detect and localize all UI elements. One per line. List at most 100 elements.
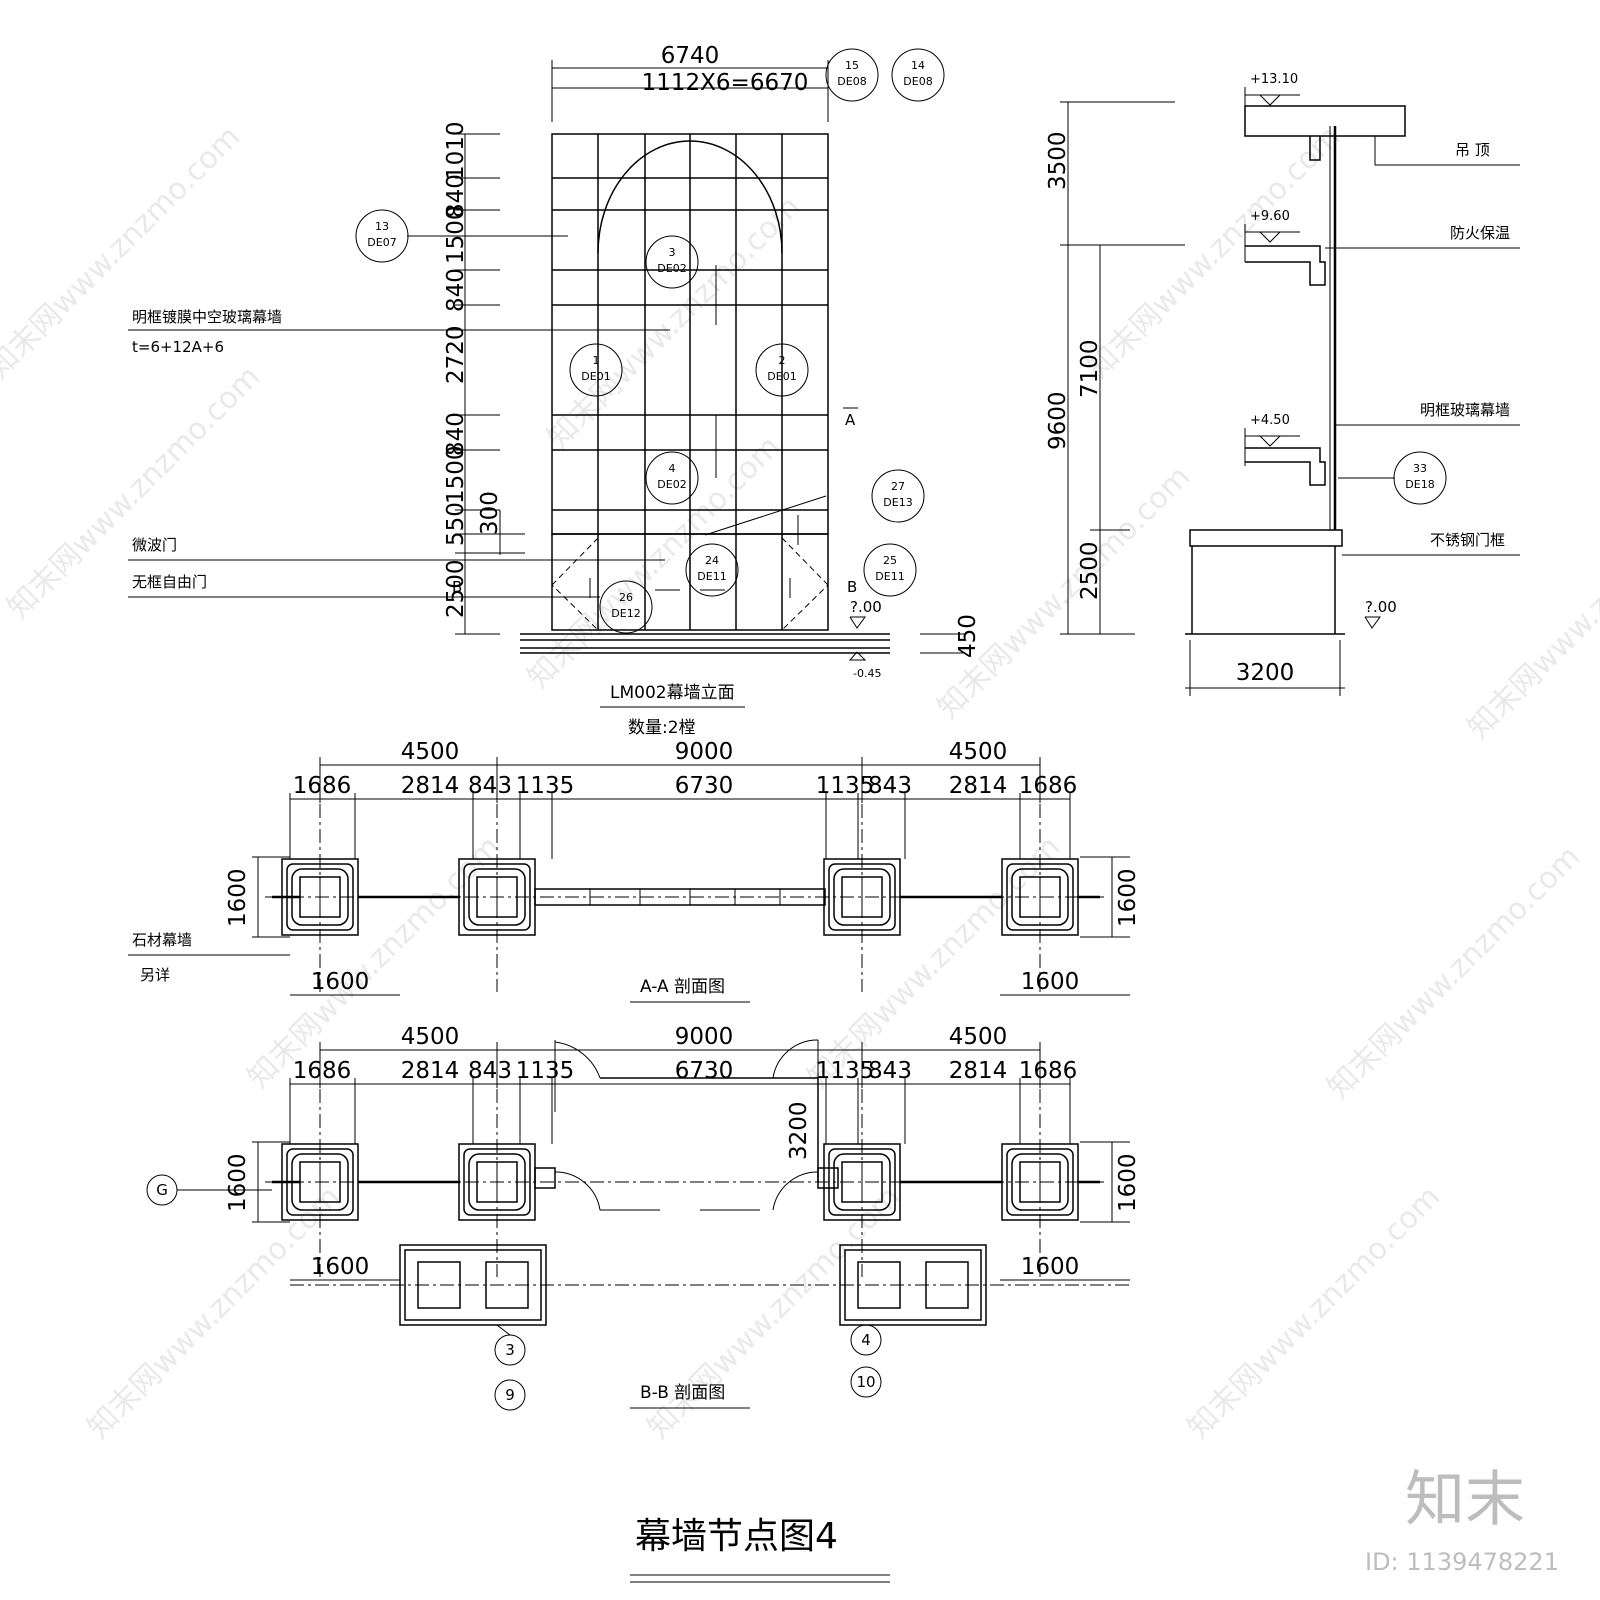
watermark: 知末网www.znzmo.com [521,429,787,695]
label-ceiling: 吊 顶 [1455,141,1490,159]
svg-text:DE07: DE07 [367,236,396,249]
dim-sub: 843 [868,1058,912,1084]
pier-column [281,858,359,936]
svg-text:24: 24 [705,554,719,567]
footer: 幕墙节点图4 知末 ID: 1139478221 [630,1465,1559,1583]
dim-300: 300 [477,491,503,535]
door-header [1189,529,1343,547]
label-fire-insulation: 防火保温 [1450,224,1510,242]
axis-bubble: 9 [494,1379,526,1411]
label-glass-spec: t=6+12A+6 [132,338,224,356]
dim-module: 1112X6=6670 [642,70,809,96]
svg-text:10: 10 [856,1373,875,1391]
dim-sub: 843 [468,773,512,799]
section-dim-3200: 3200 [1236,660,1295,686]
plan-a-title: A-A 剖面图 [640,977,725,997]
dim-bottom-right: 1600 [1021,1254,1080,1280]
section-mark-b-right: B [847,578,857,596]
svg-text:4: 4 [669,462,676,475]
section-mark-a: A [845,411,856,429]
svg-text:DE13: DE13 [883,496,912,509]
watermark: 知末网www.znzmo.com [1461,479,1600,745]
level-0-elev: ?.00 [850,598,882,616]
dim-bottom-left: 1600 [311,1254,370,1280]
elevation-quantity: 数量:2樘 [628,718,696,738]
svg-text:+9.60: +9.60 [1250,209,1290,224]
svg-text:DE08: DE08 [903,75,932,88]
dim-vertical: 1010 [443,121,469,180]
dim-sub: 6730 [675,773,734,799]
arch [597,140,783,254]
dim-side-left: 1600 [225,1153,251,1212]
dim-top: 4500 [949,739,1008,765]
level-mark: +9.60 [1244,209,1300,262]
pier-column [1001,1143,1079,1221]
dim-vertical: 840 [443,412,469,456]
dim-sub: 1135 [816,1058,875,1084]
section-dim-3500: 3500 [1045,131,1071,190]
label-see-other: 另详 [140,966,170,984]
watermark: 知末网www.znzmo.com [1321,839,1587,1105]
dim-side-right: 1600 [1115,1153,1141,1212]
dim-sub: 1686 [293,773,352,799]
section-level-0: ?.00 [1365,598,1397,616]
axis-bubble: 4 [850,1324,882,1356]
pier-column [458,858,536,936]
watermark: 知末网www.znzmo.com [241,829,507,1095]
watermark: 知末网www.znzmo.com [931,459,1197,725]
dim-side-left: 1600 [225,868,251,927]
svg-text:1: 1 [593,354,600,367]
dim-sub: 1135 [516,1058,575,1084]
transoms [552,177,828,511]
dim-bottom-right: 1600 [1021,969,1080,995]
svg-text:DE12: DE12 [611,607,640,620]
drawing-title: 幕墙节点图4 [635,1516,838,1557]
level-mark: +4.50 [1244,413,1300,466]
dim-vertical: 840 [443,174,469,218]
drawing-id: ID: 1139478221 [1365,1548,1559,1576]
svg-text:DE08: DE08 [837,75,866,88]
dim-side-right: 1600 [1115,868,1141,927]
mullions [597,134,783,534]
elevation-view: 6740 1112X6=6670 [128,43,981,738]
axis-bubble: G [146,1174,178,1206]
door-arc [554,1041,601,1079]
dim-sub: 2814 [949,1058,1008,1084]
dim-sub: 2814 [401,773,460,799]
door-swing-right [781,536,829,632]
svg-text:DE02: DE02 [657,478,686,491]
svg-text:DE01: DE01 [767,370,796,383]
dim-total-width: 6740 [661,43,720,69]
door-arc [772,1039,819,1079]
svg-text:13: 13 [375,220,389,233]
section-mark-b-left: B [452,578,462,596]
plan-b-title: B-B 剖面图 [640,1383,725,1403]
label-glass-wall-section: 明框玻璃幕墙 [1420,401,1510,419]
dim-top: 9000 [675,1024,734,1050]
svg-text:26: 26 [619,591,633,604]
label-stone-wall: 石材幕墙 [132,931,192,949]
dim-top: 4500 [949,1024,1008,1050]
dim-vertical: 840 [443,268,469,312]
brand-logo: 知末 [1405,1465,1525,1535]
watermark: 知末网www.znzmo.com [1081,119,1347,385]
svg-text:+13.10: +13.10 [1250,72,1298,87]
door-arc [772,1171,819,1211]
dim-450: 450 [955,614,981,658]
svg-text:G: G [156,1181,168,1199]
dim-sub: 1686 [293,1058,352,1084]
svg-text:27: 27 [891,480,905,493]
svg-text:14: 14 [911,59,925,72]
